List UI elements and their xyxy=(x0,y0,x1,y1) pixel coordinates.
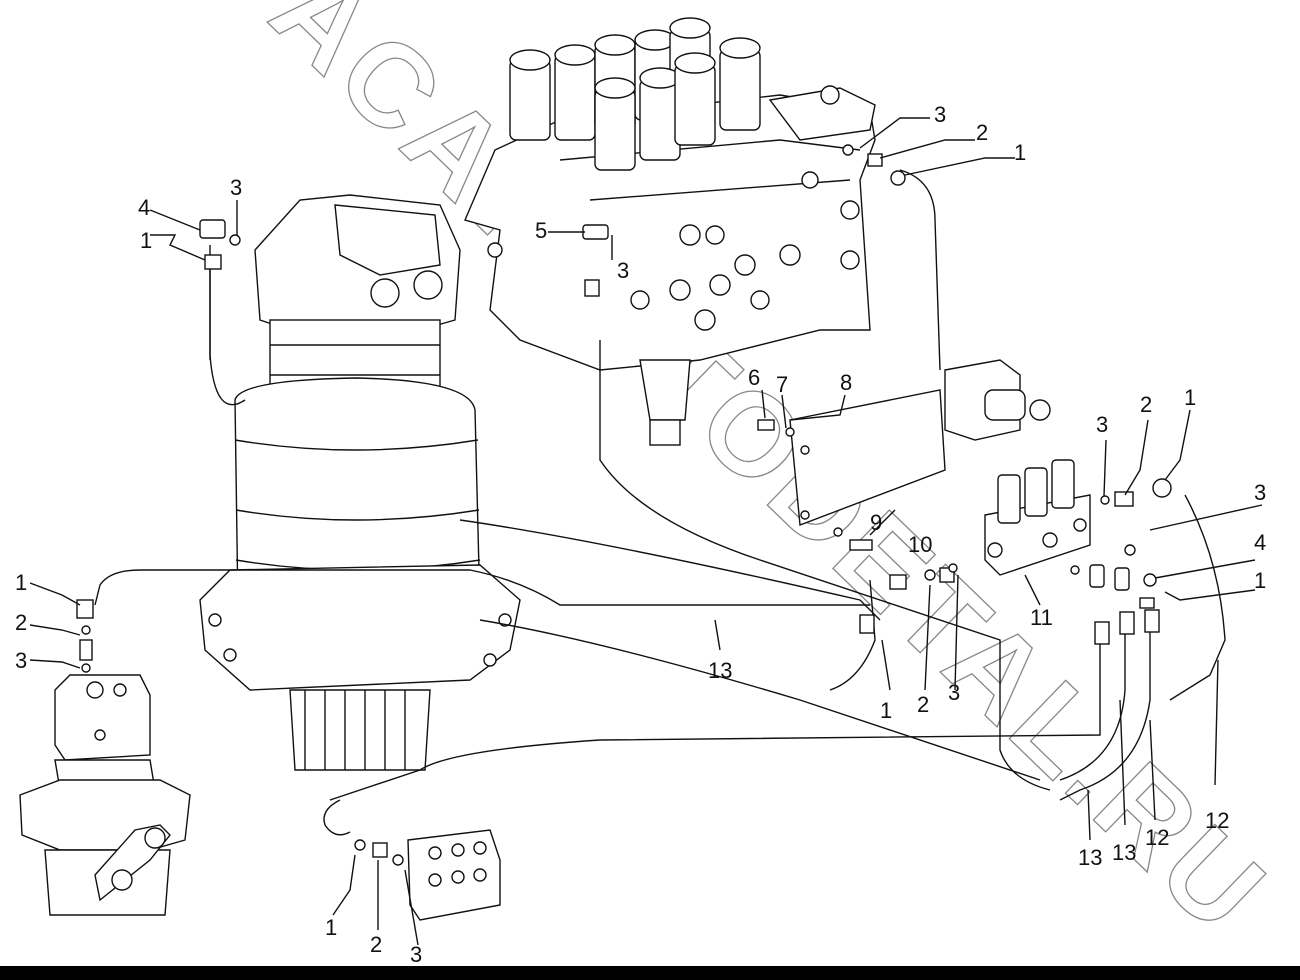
callout-10: 10 xyxy=(908,532,932,557)
callout-labels: 3 2 1 4 3 1 5 3 6 7 8 3 2 1 3 4 1 9 10 1… xyxy=(15,102,1266,967)
callout-9: 9 xyxy=(870,510,882,535)
callout-1-mid: 1 xyxy=(880,698,892,723)
callout-3-bottom: 3 xyxy=(410,942,422,967)
callout-3-sol-r: 3 xyxy=(1254,480,1266,505)
callout-11: 11 xyxy=(1030,605,1053,630)
bottom-border xyxy=(0,966,1300,980)
callout-13-bl: 13 xyxy=(1078,845,1102,870)
callout-4-sol-r: 4 xyxy=(1254,530,1266,555)
callout-12-b: 12 xyxy=(1145,825,1169,850)
callout-5-mv: 5 xyxy=(535,218,547,243)
solenoid-stack xyxy=(509,17,761,171)
callout-2-top-mv: 2 xyxy=(976,120,988,145)
fittings xyxy=(76,144,1172,866)
callout-3-sol: 3 xyxy=(1096,412,1108,437)
swing-motor xyxy=(199,194,521,771)
callout-3-top-mv: 3 xyxy=(934,102,946,127)
main-control-valve xyxy=(464,17,876,446)
center-swivel-joint xyxy=(19,674,191,916)
callout-12-r: 12 xyxy=(1205,808,1229,833)
callout-2-bottom: 2 xyxy=(370,932,382,957)
callout-3-motor: 3 xyxy=(230,175,242,200)
pilot-block xyxy=(407,829,501,921)
callout-3-left: 3 xyxy=(15,648,27,673)
callout-1-top-mv: 1 xyxy=(1014,140,1026,165)
callout-8: 8 xyxy=(840,370,852,395)
callout-2-mid: 2 xyxy=(917,692,929,717)
callout-2-sol: 2 xyxy=(1140,392,1152,417)
callout-1-sol: 1 xyxy=(1184,385,1196,410)
callout-13-mid: 13 xyxy=(708,658,732,683)
callout-13-br: 13 xyxy=(1112,840,1136,865)
callout-7: 7 xyxy=(776,372,788,397)
callout-2-left: 2 xyxy=(15,610,27,635)
callout-6: 6 xyxy=(748,365,760,390)
callout-4-motor: 4 xyxy=(138,195,150,220)
callout-1-motor: 1 xyxy=(140,228,152,253)
callout-1-left: 1 xyxy=(15,570,27,595)
callout-3-mid: 3 xyxy=(948,680,960,705)
callout-3-mv: 3 xyxy=(617,258,629,283)
solenoid-valve-bracket xyxy=(789,359,1091,576)
callout-1-bottom: 1 xyxy=(325,915,337,940)
leader-lines xyxy=(29,117,1263,946)
hoses xyxy=(94,169,1226,836)
valve-ports xyxy=(487,171,860,331)
callout-1-sol-r: 1 xyxy=(1254,568,1266,593)
